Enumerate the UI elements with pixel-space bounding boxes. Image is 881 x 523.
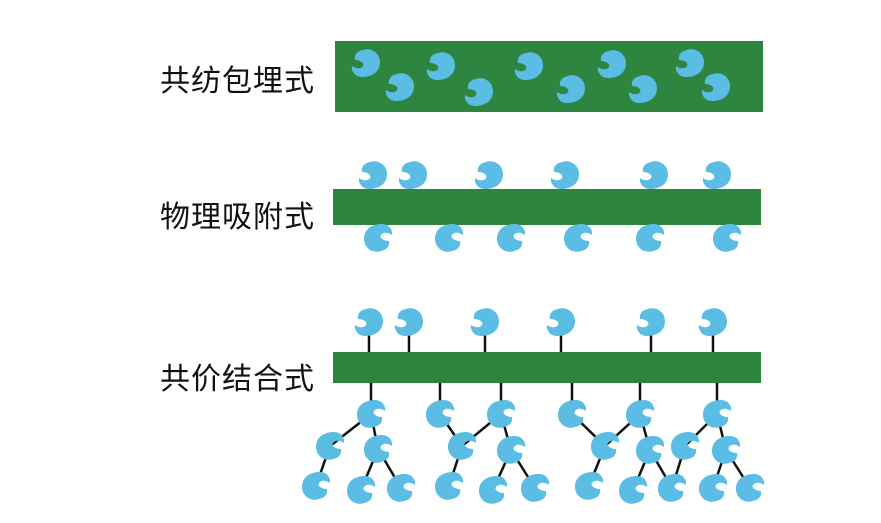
enzyme-icon-covalent-bottom <box>636 436 665 464</box>
enzyme-icon-covalent-bottom <box>619 476 648 504</box>
enzyme-icon-adsorbed-bottom <box>713 224 742 252</box>
enzyme-icon-adsorbed-bottom <box>564 224 593 252</box>
enzyme-icon-adsorbed-bottom <box>636 224 665 252</box>
enzyme-icon-covalent-top <box>470 308 499 336</box>
enzyme-icon-covalent-bottom <box>387 474 416 502</box>
label-covalent-binding: 共价结合式 <box>160 362 315 397</box>
enzyme-icon-covalent-top <box>394 308 423 336</box>
label-physical-adsorption: 物理吸附式 <box>160 200 315 235</box>
enzyme-icon-covalent-bottom <box>575 472 604 500</box>
enzyme-icon-covalent-bottom <box>302 472 331 500</box>
enzyme-icon-covalent-bottom <box>426 400 455 428</box>
enzyme-icon-covalent-bottom <box>712 436 741 464</box>
enzyme-icon-adsorbed-top <box>550 161 579 189</box>
enzyme-icon-covalent-top <box>354 308 383 336</box>
enzyme-icon-covalent-bottom <box>435 472 464 500</box>
carrier-bar-adsorption <box>333 189 761 225</box>
enzyme-icon-covalent-bottom <box>347 476 376 504</box>
enzyme-icon-adsorbed-bottom <box>435 224 464 252</box>
enzyme-icon-adsorbed-top <box>398 161 427 189</box>
enzyme-icon-adsorbed-top <box>639 161 668 189</box>
enzyme-icon-adsorbed-bottom <box>497 224 526 252</box>
enzyme-icon-covalent-bottom <box>658 474 687 502</box>
enzyme-icon-covalent-bottom <box>703 400 732 428</box>
enzyme-icon-adsorbed-top <box>474 161 503 189</box>
enzyme-icon-covalent-top <box>698 308 727 336</box>
enzyme-icon-covalent-bottom <box>497 436 526 464</box>
enzyme-icon-covalent-bottom <box>479 476 508 504</box>
enzyme-icon-covalent-bottom <box>487 400 516 428</box>
enzyme-group <box>302 49 765 504</box>
enzyme-icon-covalent-bottom <box>448 432 477 460</box>
enzyme-icon-covalent-bottom <box>736 474 765 502</box>
enzyme-icon-covalent-bottom <box>316 432 345 460</box>
enzyme-icon-covalent-top <box>636 308 665 336</box>
enzyme-icon-covalent-bottom <box>699 474 728 502</box>
enzyme-icon-covalent-bottom <box>521 474 550 502</box>
carrier-bar-covalent <box>333 352 761 383</box>
enzyme-icon-covalent-bottom <box>671 432 700 460</box>
label-co-spinning-embedding: 共纺包埋式 <box>160 64 315 99</box>
enzyme-icon-adsorbed-bottom <box>364 224 393 252</box>
enzyme-icon-covalent-top <box>546 308 575 336</box>
enzyme-icon-adsorbed-top <box>358 161 387 189</box>
enzyme-icon-adsorbed-top <box>702 161 731 189</box>
enzyme-icon-covalent-bottom <box>626 400 655 428</box>
enzyme-icon-covalent-bottom <box>357 400 386 428</box>
enzyme-icon-covalent-bottom <box>364 435 393 463</box>
